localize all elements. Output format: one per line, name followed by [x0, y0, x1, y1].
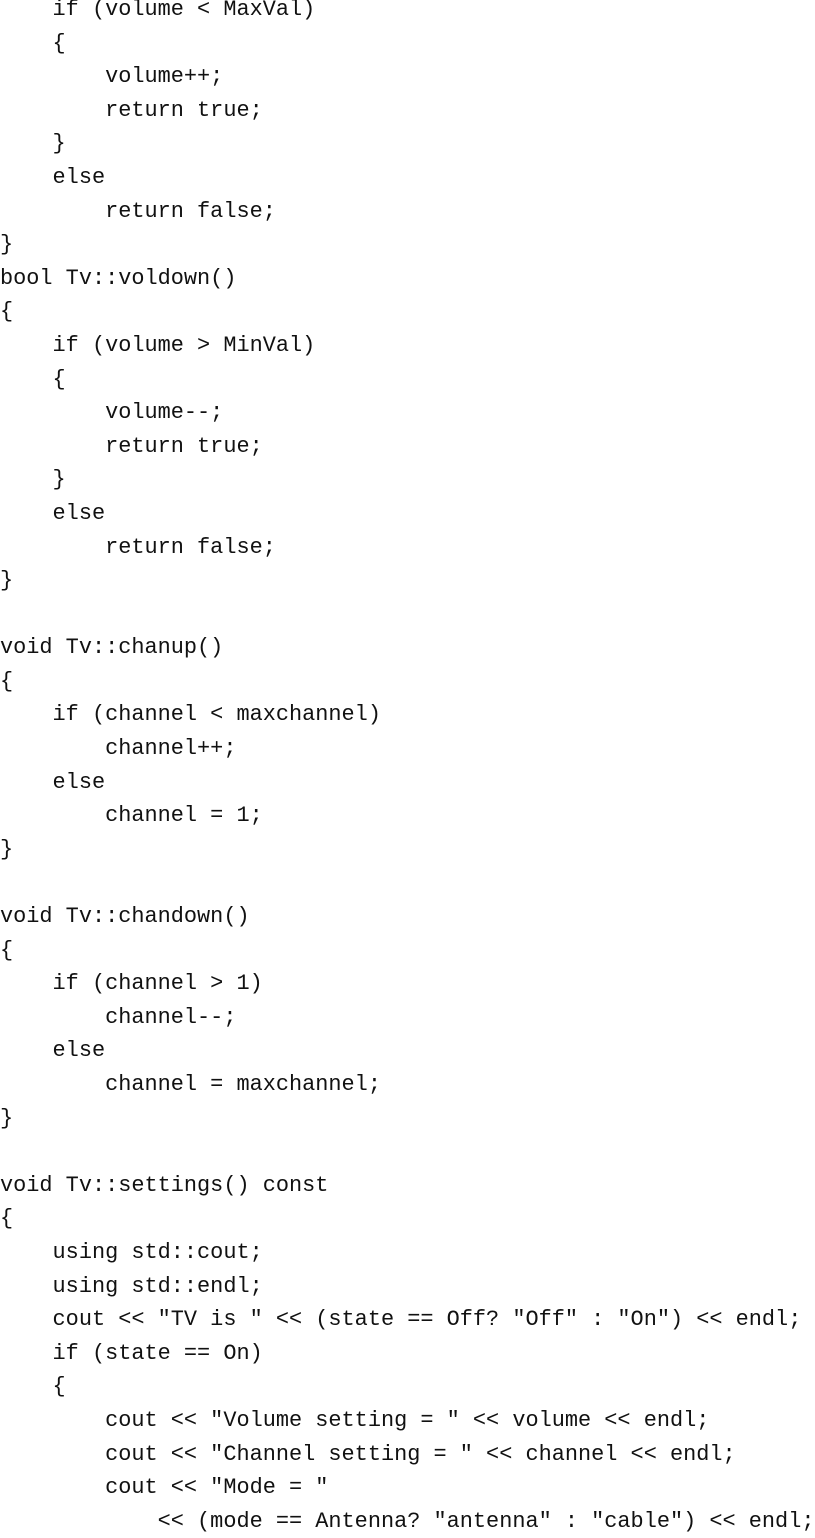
code-line: if (volume < MaxVal)	[0, 0, 316, 22]
code-line: }	[0, 568, 14, 594]
code-line	[0, 1135, 814, 1169]
code-line: return false;	[0, 534, 276, 560]
code-line: channel = maxchannel;	[0, 1072, 381, 1097]
code-line: if (volume > MinVal)	[0, 332, 316, 358]
code-line: {	[0, 668, 14, 694]
code-line: void Tv::settings() const	[0, 1172, 329, 1198]
code-line: {	[0, 1206, 14, 1232]
code-line: return true;	[0, 433, 263, 459]
code-line: }	[0, 467, 66, 493]
code-line: {	[0, 1374, 66, 1400]
code-line: if (channel < maxchannel)	[0, 702, 381, 728]
code-line: channel--;	[0, 1004, 237, 1030]
code-line	[0, 866, 814, 900]
code-line: }	[0, 232, 14, 258]
code-line: void Tv::chandown()	[0, 904, 250, 930]
code-line: else	[0, 500, 106, 526]
code-line: {	[0, 299, 14, 325]
code-line: {	[0, 937, 14, 963]
code-line: cout << "TV is " << (state == Off? "Off"…	[0, 1307, 802, 1333]
code-line: {	[0, 366, 66, 392]
code-line: cout << "Volume setting = " << volume <<…	[0, 1407, 710, 1433]
code-line: volume--;	[0, 400, 224, 426]
code-line: channel++;	[0, 736, 237, 762]
code-line: if (state == On)	[0, 1340, 263, 1366]
code-line: else	[0, 1038, 106, 1064]
code-line: return false;	[0, 198, 276, 224]
code-line: volume++;	[0, 64, 224, 90]
code-line: using std::endl;	[0, 1273, 263, 1299]
code-line: channel = 1;	[0, 803, 263, 829]
code-line: if (channel > 1)	[0, 971, 263, 997]
code-line: using std::cout;	[0, 1239, 263, 1265]
code-line: void Tv::chanup()	[0, 635, 224, 661]
code-line: cout << "Channel setting = " << channel …	[0, 1441, 736, 1467]
code-line: else	[0, 769, 106, 795]
code-line: else	[0, 164, 106, 190]
code-line: {	[0, 30, 66, 56]
code-line: }	[0, 131, 66, 157]
code-line: }	[0, 1105, 14, 1131]
code-line	[0, 598, 814, 632]
code-line: }	[0, 836, 14, 862]
code-line: bool Tv::voldown()	[0, 265, 237, 291]
code-line: << (mode == Antenna? "antenna" : "cable"…	[0, 1508, 815, 1534]
code-line: return true;	[0, 97, 263, 123]
code-line: cout << "Mode = "	[0, 1475, 329, 1501]
